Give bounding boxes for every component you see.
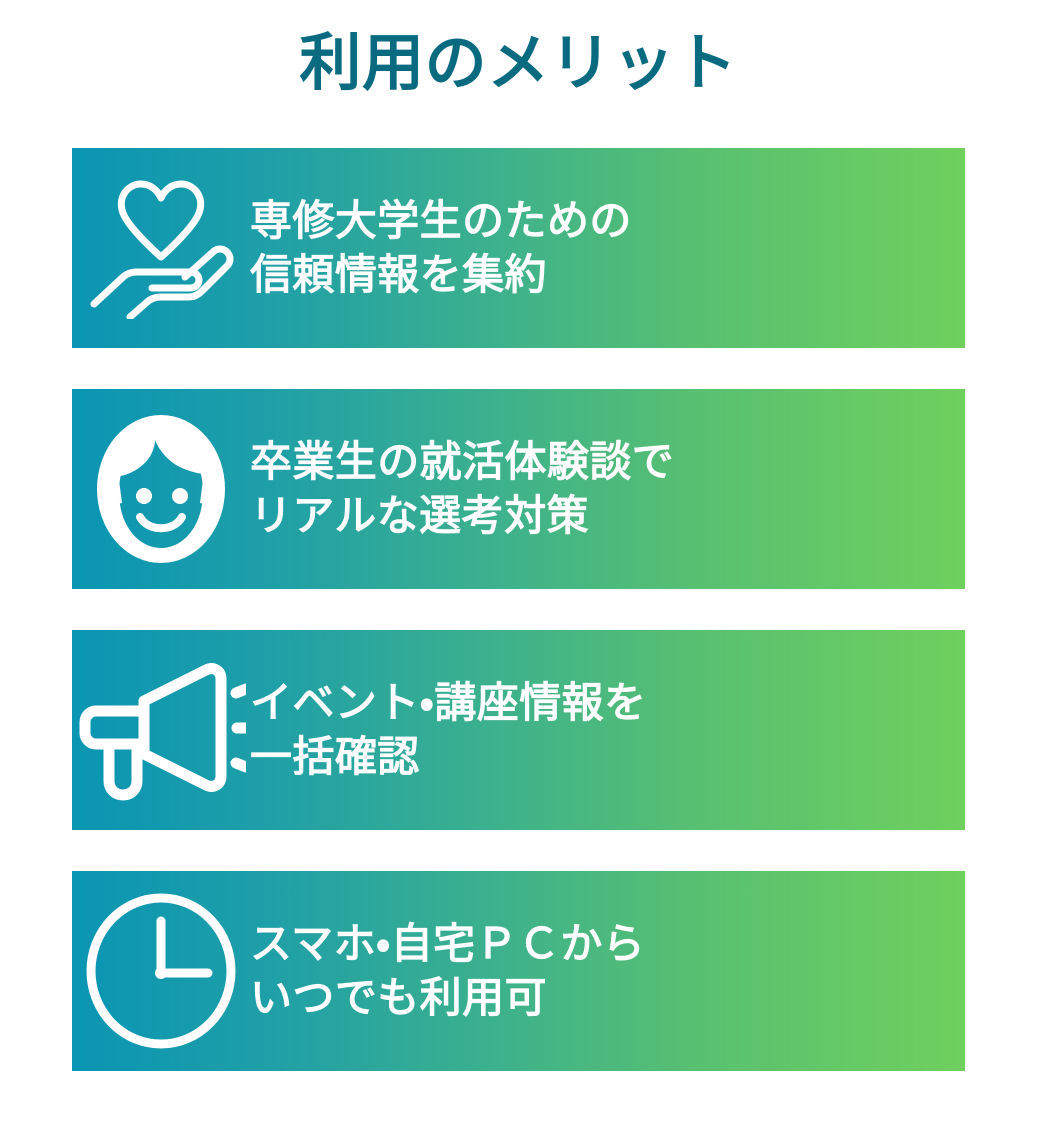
- benefit-card-text: イベント・講座情報を 一括確認: [250, 676, 965, 784]
- benefit-line-1: イベント・講座情報を: [250, 678, 647, 727]
- benefit-line-2: いつでも利用可: [250, 973, 547, 1022]
- benefit-card: 専修大学生のための 信頼情報を集約: [72, 148, 965, 348]
- benefit-line-1: 卒業生の就活体験談で: [250, 437, 675, 486]
- smiling-face-icon: [72, 412, 250, 566]
- benefit-line-2: リアルな選考対策: [250, 491, 589, 540]
- megaphone-icon: [72, 655, 250, 805]
- benefit-card-text: 卒業生の就活体験談で リアルな選考対策: [250, 435, 965, 543]
- benefit-line-1: スマホ・自宅ＰＣから: [250, 919, 646, 968]
- benefit-line-2: 信頼情報を集約: [250, 250, 547, 299]
- benefit-card: イベント・講座情報を 一括確認: [72, 630, 965, 830]
- benefit-line-1: 専修大学生のための: [250, 196, 632, 245]
- benefit-line-2: 一括確認: [250, 732, 420, 781]
- page-title: 利用のメリット: [299, 26, 738, 99]
- clock-icon: [72, 891, 250, 1051]
- benefit-card-text: 専修大学生のための 信頼情報を集約: [250, 194, 965, 302]
- benefit-card-list: 専修大学生のための 信頼情報を集約: [72, 148, 965, 1071]
- benefit-card: スマホ・自宅ＰＣから いつでも利用可: [72, 871, 965, 1071]
- benefit-card-text: スマホ・自宅ＰＣから いつでも利用可: [250, 917, 965, 1025]
- benefit-card: 卒業生の就活体験談で リアルな選考対策: [72, 389, 965, 589]
- heart-in-hand-icon: [72, 177, 250, 319]
